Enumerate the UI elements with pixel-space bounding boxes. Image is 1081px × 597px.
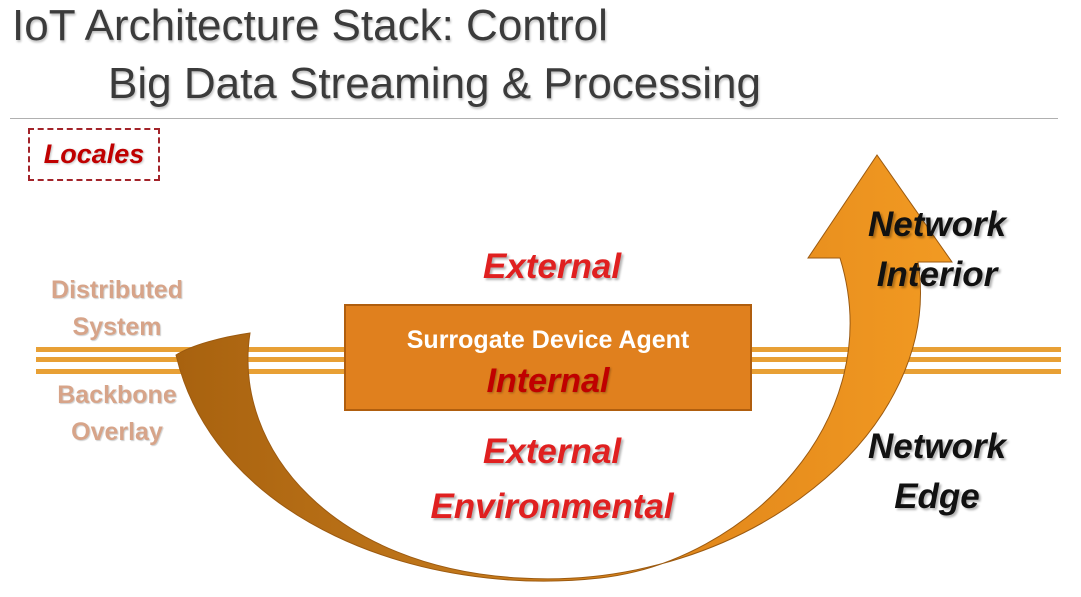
network-edge-label: Network Edge [867, 427, 1007, 516]
distributed-system-label: Distributed System [51, 276, 183, 341]
environmental-label: Environmental [430, 487, 674, 526]
network-interior-label: Network Interior [867, 205, 1007, 294]
agent-title: Surrogate Device Agent [406, 326, 690, 354]
locales-label: Locales [43, 139, 145, 169]
title-line-2: Big Data Streaming & Processing [108, 59, 761, 108]
title-line-1: IoT Architecture Stack: Control [12, 1, 608, 50]
surrogate-device-agent-box: Surrogate Device Agent Internal [344, 304, 752, 411]
backbone-overlay-label: Backbone Overlay [57, 381, 177, 446]
title-divider [10, 118, 1058, 119]
locales-box: Locales [28, 128, 160, 181]
external-bottom-label: External [482, 432, 622, 471]
curved-arrow [175, 154, 953, 582]
internal-label: Internal [486, 362, 610, 400]
external-top-label: External [482, 247, 622, 286]
